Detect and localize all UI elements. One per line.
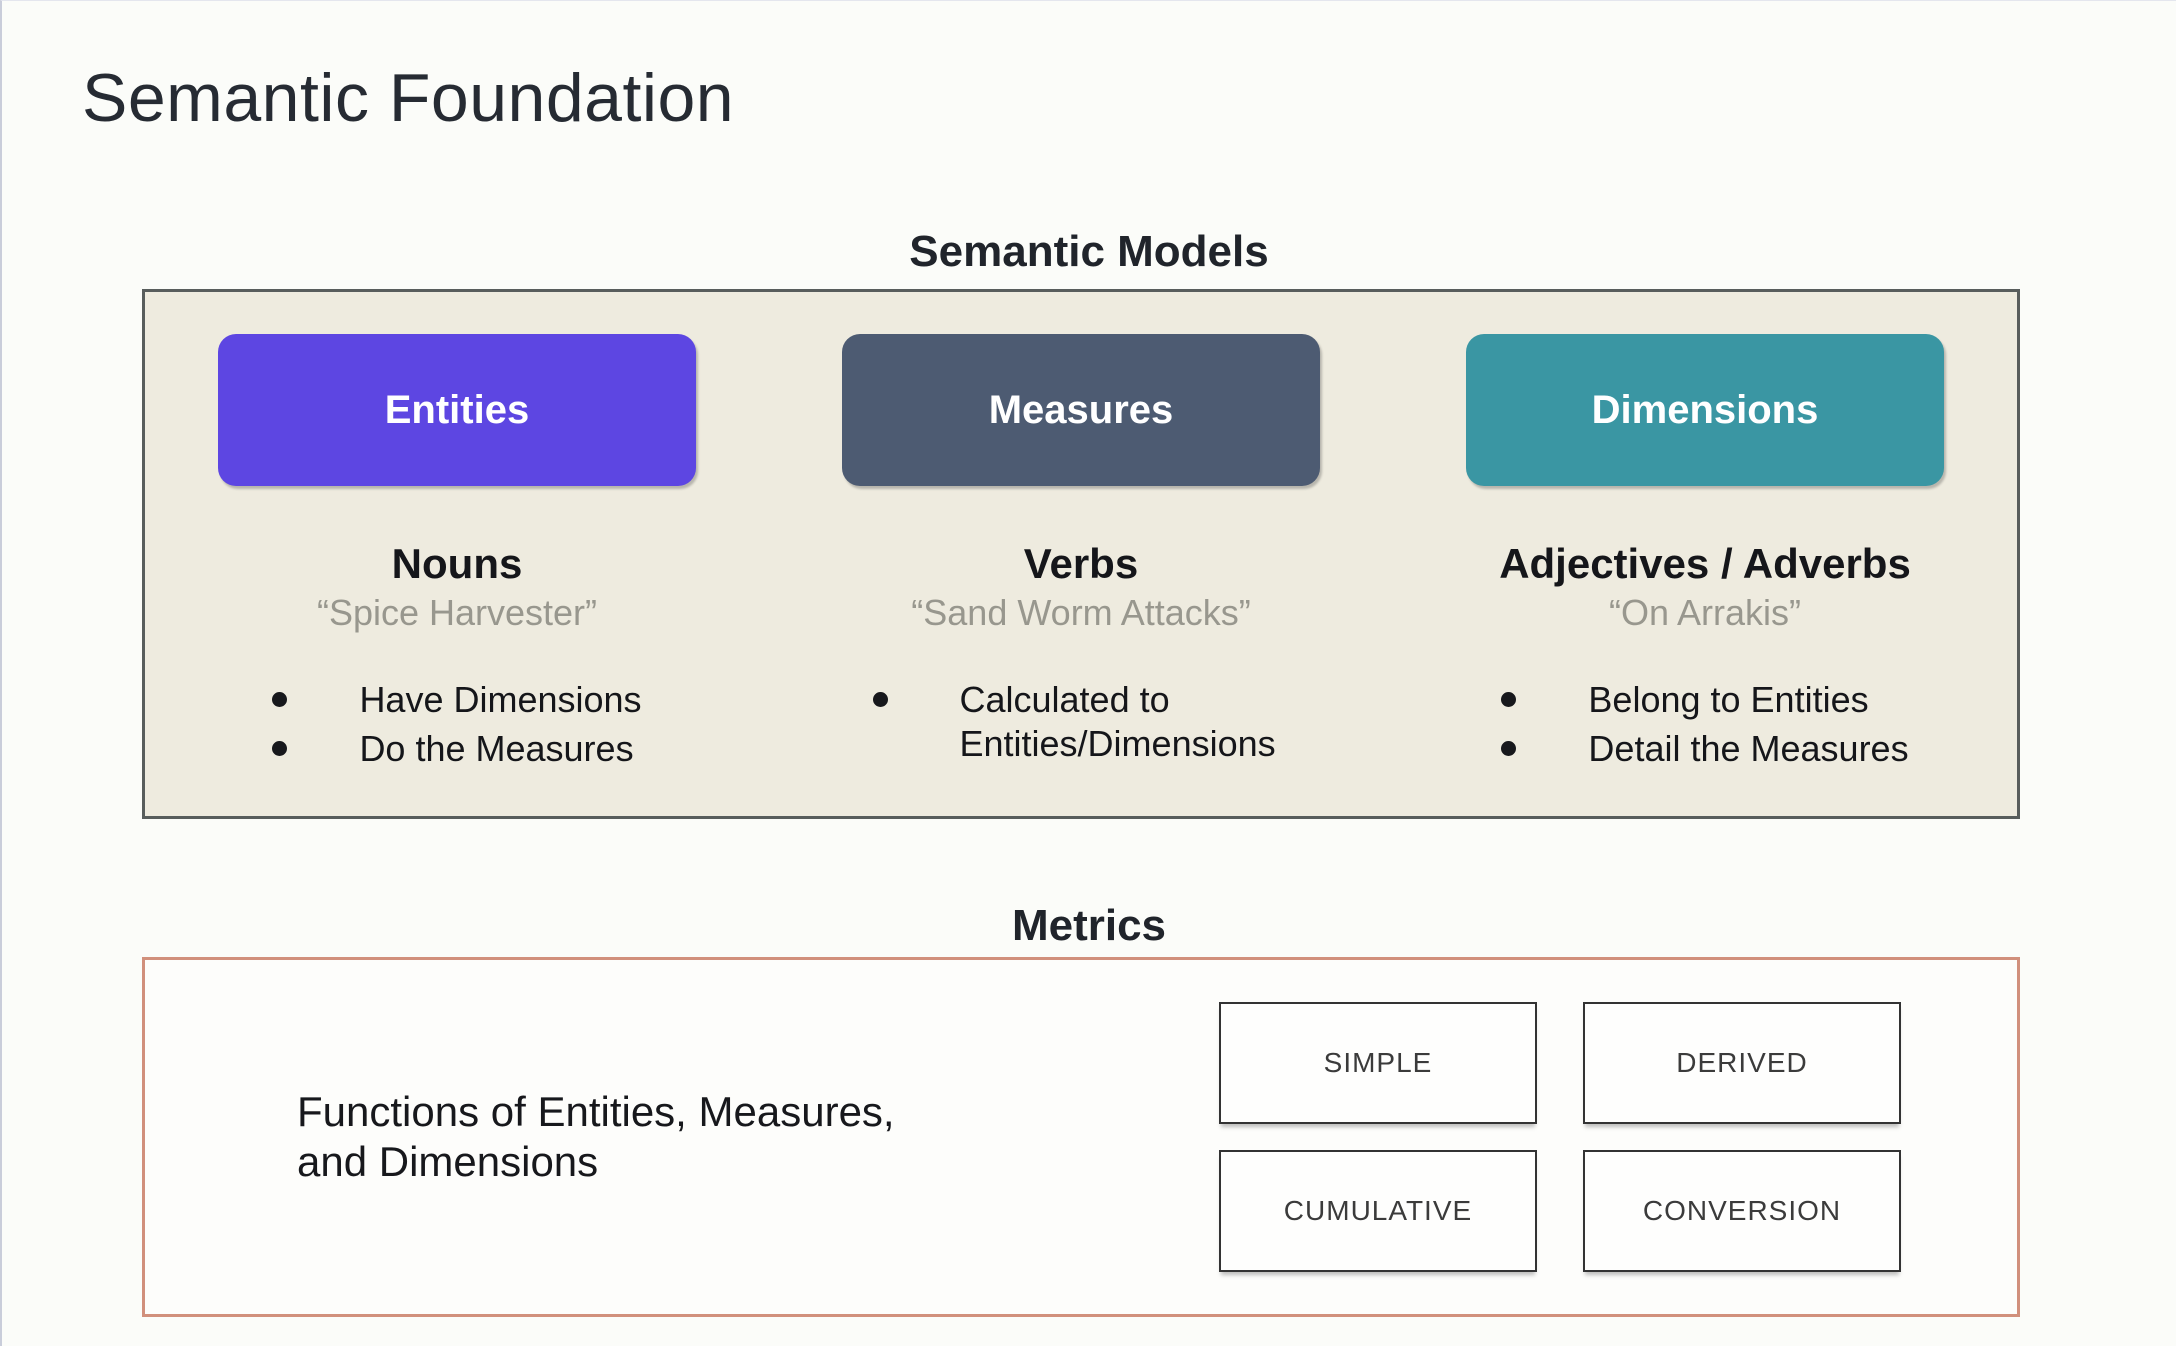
metrics-description: Functions of Entities, Measures, and Dim… [297,1087,895,1185]
dimensions-example: “On Arrakis” [1608,592,1802,633]
dimensions-bullet-list: Belong to Entities Detail the Measures [1501,678,1909,776]
page-title: Semantic Foundation [82,60,735,136]
metric-type-conversion: CONVERSION [1583,1150,1901,1272]
metric-type-cumulative: CUMULATIVE [1219,1150,1537,1272]
semantic-models-heading: Semantic Models [909,227,1269,276]
metrics-panel: Functions of Entities, Measures, and Dim… [142,957,2020,1317]
measures-part-of-speech: Verbs [1023,540,1139,587]
measures-box: Measures [842,334,1320,486]
metric-type-derived: DERIVED [1583,1002,1901,1124]
bullet-icon [872,692,888,707]
bullet-icon [272,740,288,756]
dimensions-part-of-speech: Adjectives / Adverbs [1499,540,1911,587]
bullet-icon [1501,740,1517,756]
entities-column: Entities Nouns “Spice Harvester” Have Di… [145,292,769,816]
entities-example: “Spice Harvester” [316,592,598,633]
entities-box: Entities [218,334,696,486]
semantic-models-panel: Entities Nouns “Spice Harvester” Have Di… [142,289,2020,819]
dimensions-box: Dimensions [1466,334,1944,486]
list-item: Belong to Entities [1501,678,1908,722]
dimensions-column: Dimensions Adjectives / Adverbs “On Arra… [1393,292,2017,816]
list-item: Calculated to Entities/Dimensions [872,678,1290,766]
measures-example: “Sand Worm Attacks” [911,592,1251,633]
list-item: Do the Measures [272,727,641,771]
list-item: Have Dimensions [272,678,642,722]
list-item: Detail the Measures [1501,727,1909,771]
entities-bullet-list: Have Dimensions Do the Measures [272,678,642,776]
measures-column: Measures Verbs “Sand Worm Attacks” Calcu… [769,292,1393,816]
entities-part-of-speech: Nouns [391,540,523,587]
bullet-icon [1501,692,1517,707]
metric-type-simple: SIMPLE [1219,1002,1537,1124]
measures-bullet-list: Calculated to Entities/Dimensions [872,678,1290,771]
metrics-heading: Metrics [1011,901,1167,950]
metric-types-grid: SIMPLE DERIVED CUMULATIVE CONVERSION [1219,1002,1901,1272]
bullet-icon [272,692,288,707]
